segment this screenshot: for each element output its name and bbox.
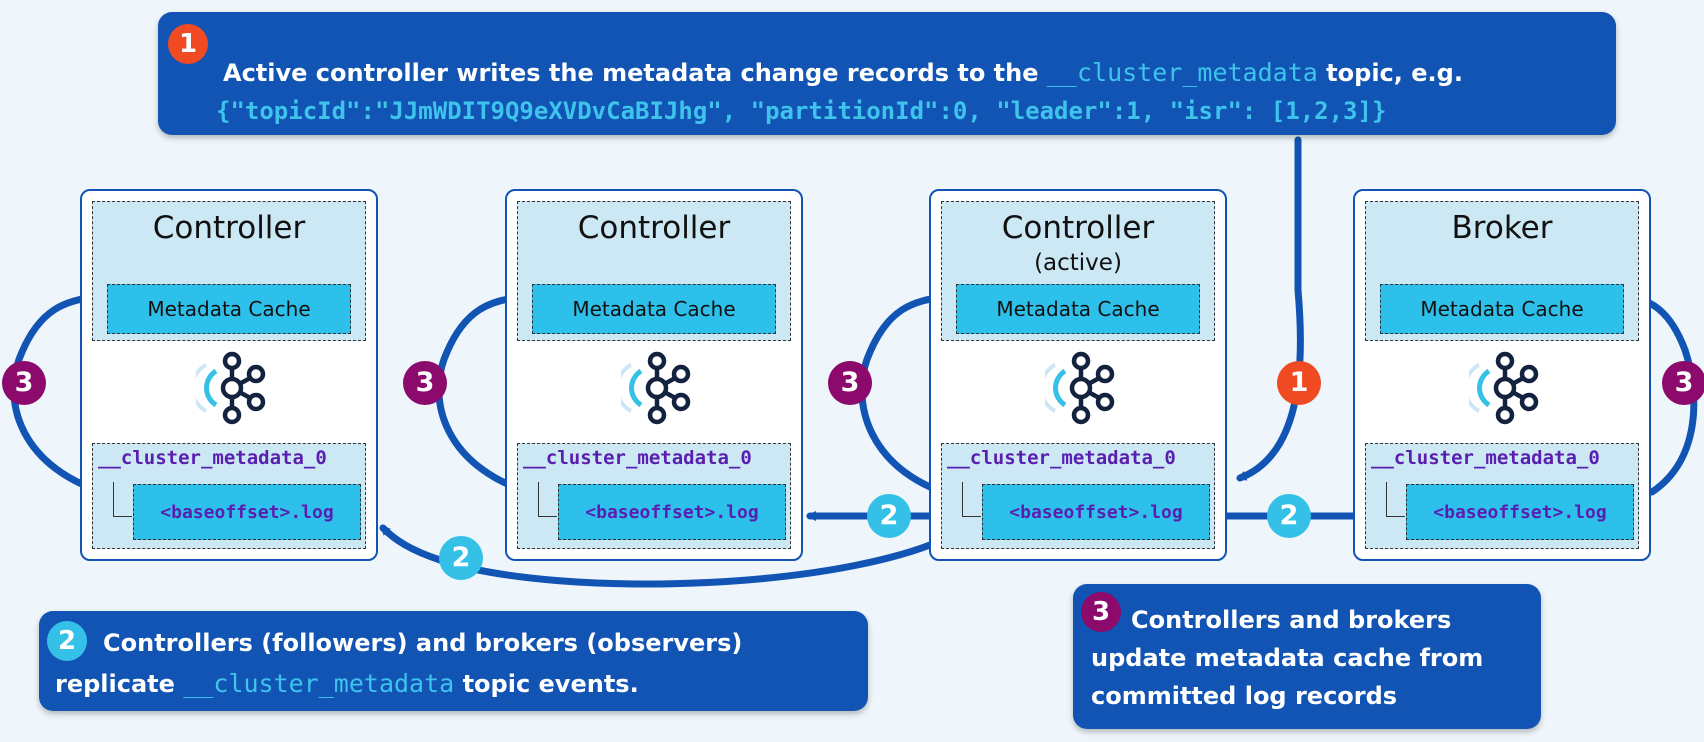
log-segment: <baseoffset>.log <box>1406 484 1634 540</box>
partition-name: __cluster_metadata_0 <box>947 447 1176 469</box>
log-segment: <baseoffset>.log <box>982 484 1210 540</box>
step3-badge-node3: 3 <box>828 361 872 405</box>
node-title: Controller <box>1001 210 1155 246</box>
step1-arrow <box>1236 136 1304 482</box>
callout2-badge: 2 <box>47 621 87 661</box>
node-controller-active: Controller (active) Metadata Cache __clu… <box>929 189 1227 561</box>
step2-badge-left: 2 <box>867 494 911 538</box>
metadata-cache: Metadata Cache <box>1380 284 1624 334</box>
step3-badge-node1: 3 <box>2 361 46 405</box>
partition-name: __cluster_metadata_0 <box>523 447 752 469</box>
callout2-line1: Controllers (followers) and brokers (obs… <box>103 629 743 657</box>
node-title: Controller <box>577 210 731 246</box>
kafka-logo-icon <box>621 351 691 425</box>
callout-step3: 3 Controllers and brokers update metadat… <box>1073 584 1541 729</box>
node-top-panel: Controller (active) Metadata Cache <box>941 201 1215 341</box>
callout1-text-after: topic, e.g. <box>1326 59 1463 87</box>
callout-step2: 2 Controllers (followers) and brokers (o… <box>39 611 868 711</box>
metadata-cache: Metadata Cache <box>956 284 1200 334</box>
step2-badge-bottom: 2 <box>439 536 483 580</box>
step3-badge-node2: 3 <box>403 361 447 405</box>
node-broker: Broker Metadata Cache __cluster_metadata… <box>1353 189 1651 561</box>
kafka-logo-icon <box>1045 351 1115 425</box>
callout2-line2: replicate __cluster_metadata topic event… <box>55 669 639 698</box>
tree-connector <box>962 482 981 517</box>
step3-badge-node4: 3 <box>1662 361 1704 405</box>
node-top-panel: Controller Metadata Cache <box>517 201 791 341</box>
kafka-logo-icon <box>196 351 266 425</box>
partition-name: __cluster_metadata_0 <box>1371 447 1600 469</box>
node-top-panel: Controller Metadata Cache <box>92 201 366 341</box>
step2-arrow-to-node1 <box>379 524 966 588</box>
log-segment: <baseoffset>.log <box>133 484 361 540</box>
step3-arrow-node2 <box>435 292 542 499</box>
callout1-text-before: Active controller writes the metadata ch… <box>223 59 1039 87</box>
node-title: Controller <box>152 210 306 246</box>
node-bottom-panel: __cluster_metadata_0 <baseoffset>.log <box>1365 443 1639 549</box>
callout1-topic: __cluster_metadata <box>1046 58 1318 87</box>
step2-badge-right: 2 <box>1267 494 1311 538</box>
log-segment: <baseoffset>.log <box>558 484 786 540</box>
kafka-logo-icon <box>1469 351 1539 425</box>
callout1-example: {"topicId":"JJmWDIT9Q9eXVDvCaBIJhg", "pa… <box>216 97 1387 125</box>
node-top-panel: Broker Metadata Cache <box>1365 201 1639 341</box>
tree-connector <box>113 482 132 517</box>
node-bottom-panel: __cluster_metadata_0 <baseoffset>.log <box>517 443 791 549</box>
callout2-topic: __cluster_metadata <box>183 669 455 698</box>
callout3-line1: Controllers and brokers <box>1131 606 1452 634</box>
callout1-heading: Active controller writes the metadata ch… <box>223 58 1463 87</box>
callout3-badge: 3 <box>1081 592 1121 632</box>
step1-badge: 1 <box>1277 361 1321 405</box>
tree-connector <box>1386 482 1405 517</box>
metadata-cache: Metadata Cache <box>107 284 351 334</box>
node-controller-1: Controller Metadata Cache __cluster_meta… <box>80 189 378 561</box>
node-subtitle: (active) <box>1034 250 1122 276</box>
tree-connector <box>538 482 557 517</box>
metadata-cache: Metadata Cache <box>532 284 776 334</box>
callout3-line2: update metadata cache from <box>1091 644 1484 672</box>
callout1-badge: 1 <box>168 24 208 64</box>
step3-arrow-node4 <box>1626 292 1698 496</box>
partition-name: __cluster_metadata_0 <box>98 447 327 469</box>
callout-step1: 1 Active controller writes the metadata … <box>158 12 1616 135</box>
callout3-line3: committed log records <box>1091 682 1398 710</box>
callout2-line2-after: topic events. <box>462 670 639 698</box>
node-bottom-panel: __cluster_metadata_0 <baseoffset>.log <box>941 443 1215 549</box>
callout2-line2-before: replicate <box>55 670 175 698</box>
node-controller-2: Controller Metadata Cache __cluster_meta… <box>505 189 803 561</box>
node-title: Broker <box>1451 210 1553 246</box>
node-bottom-panel: __cluster_metadata_0 <baseoffset>.log <box>92 443 366 549</box>
